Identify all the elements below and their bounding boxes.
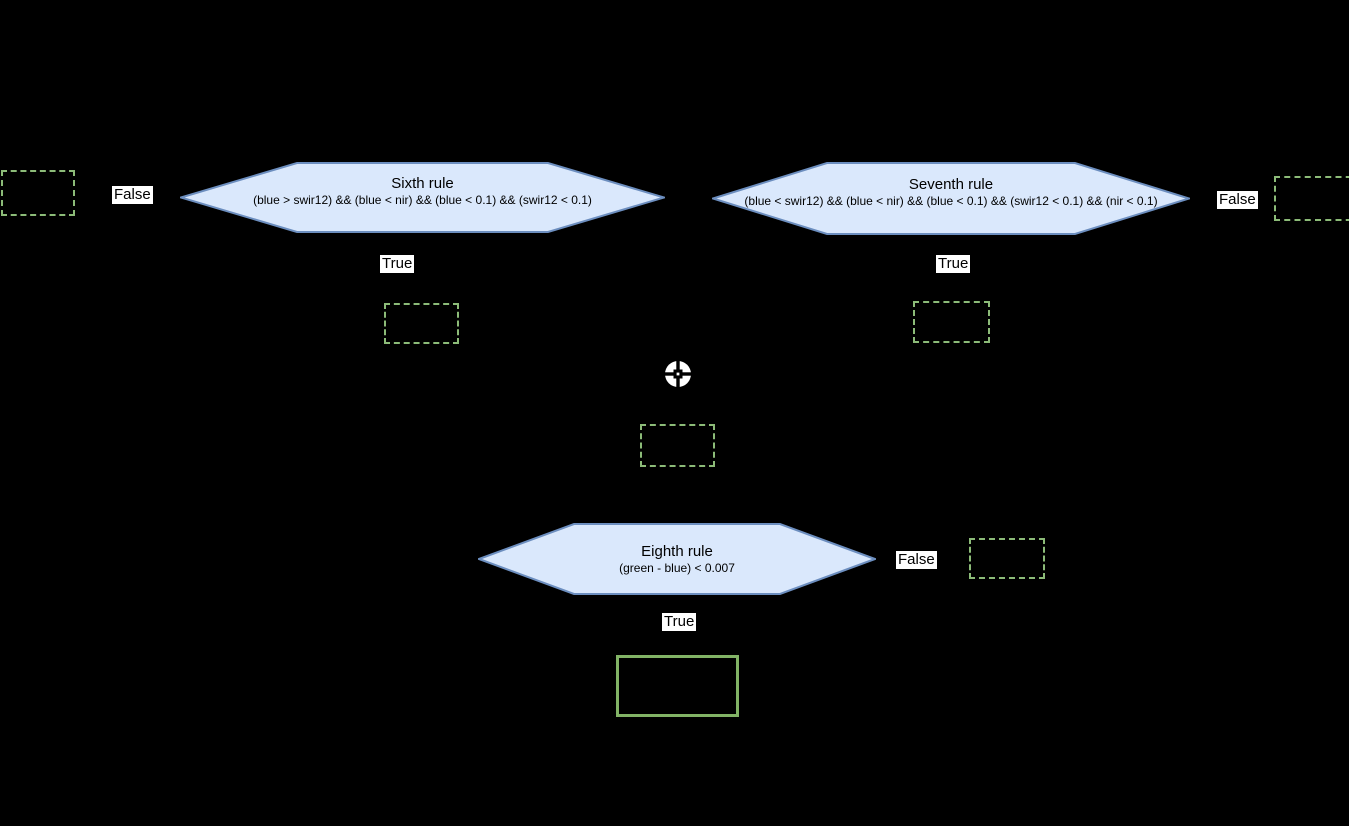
edge-label-sixth-true: True [380, 255, 415, 273]
edge-label-eighth-false: False [896, 551, 937, 569]
node-title: Seventh rule [908, 175, 994, 193]
edge-label-sixth-false: False [112, 186, 153, 204]
hexagon-shape [180, 162, 665, 233]
node-condition: (green - blue) < 0.007 [619, 561, 735, 575]
crosshair-icon [663, 359, 693, 389]
result-box-eighth-true [616, 655, 739, 717]
hexagon-shape [478, 523, 876, 595]
node-title: Eighth rule [641, 543, 713, 560]
edge-label-eighth-true: True [662, 613, 697, 631]
placeholder-box-seventh-false [1274, 176, 1349, 221]
decision-node-seventh-rule: Seventh rule (blue < swir12) && (blue < … [712, 162, 1190, 235]
edge-label-seventh-false: False [1217, 191, 1258, 209]
edge-label-seventh-true: True [936, 255, 971, 273]
decision-node-sixth-rule: Sixth rule (blue > swir12) && (blue < ni… [180, 162, 665, 233]
placeholder-box-sixth-true [384, 303, 459, 344]
placeholder-box-seventh-true [913, 301, 990, 343]
placeholder-box-center [640, 424, 715, 467]
node-condition: (blue > swir12) && (blue < nir) && (blue… [253, 192, 592, 207]
placeholder-box-eighth-false [969, 538, 1045, 579]
node-condition: (blue < swir12) && (blue < nir) && (blue… [744, 193, 1158, 208]
hexagon-shape [712, 162, 1190, 235]
placeholder-box-sixth-false [1, 170, 75, 216]
node-title: Sixth rule [391, 174, 454, 192]
decision-node-eighth-rule: Eighth rule (green - blue) < 0.007 [478, 523, 876, 595]
